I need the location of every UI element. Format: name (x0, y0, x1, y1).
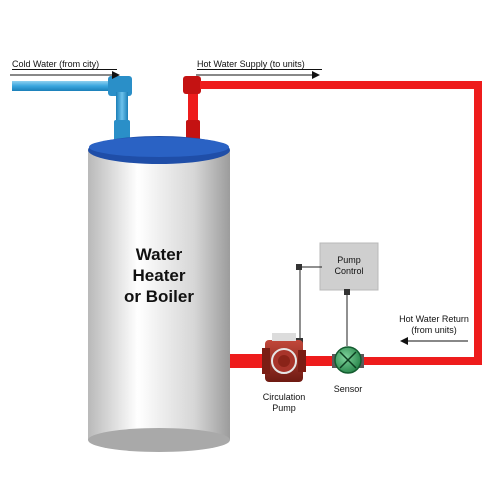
tank-label-line1: Water (135, 245, 183, 264)
pump-icon (262, 333, 306, 382)
tank-label: Water Heater or Boiler (84, 244, 234, 307)
water-heater-tank (88, 136, 230, 452)
cold-water-pipe (12, 76, 132, 142)
hot-return-line1: Hot Water Return (399, 314, 469, 324)
tank-label-line3: or Boiler (124, 287, 194, 306)
circulation-pump-line2: Pump (272, 403, 296, 413)
cold-water-label: Cold Water (from city) (12, 59, 117, 70)
hot-supply-label: Hot Water Supply (to units) (197, 59, 322, 70)
pump-control-label: Pump Control (321, 255, 377, 277)
sensor-text: Sensor (333, 384, 363, 394)
pump-control-line2: Control (334, 266, 364, 276)
sensor-label: Sensor (326, 384, 370, 394)
sensor-icon (332, 346, 364, 374)
tank-label-line2: Heater (132, 266, 186, 285)
hot-return-line2: (from units) (411, 325, 457, 335)
circulation-pump-label: Circulation Pump (252, 392, 316, 414)
hot-supply-text: Hot Water Supply (to units) (197, 59, 305, 69)
pump-control-line1: Pump (337, 255, 361, 265)
circulation-pump-line1: Circulation (262, 392, 306, 402)
hot-return-label: Hot Water Return (from units) (388, 314, 480, 336)
arrow-icon (10, 71, 468, 345)
cold-water-text: Cold Water (from city) (12, 59, 100, 69)
